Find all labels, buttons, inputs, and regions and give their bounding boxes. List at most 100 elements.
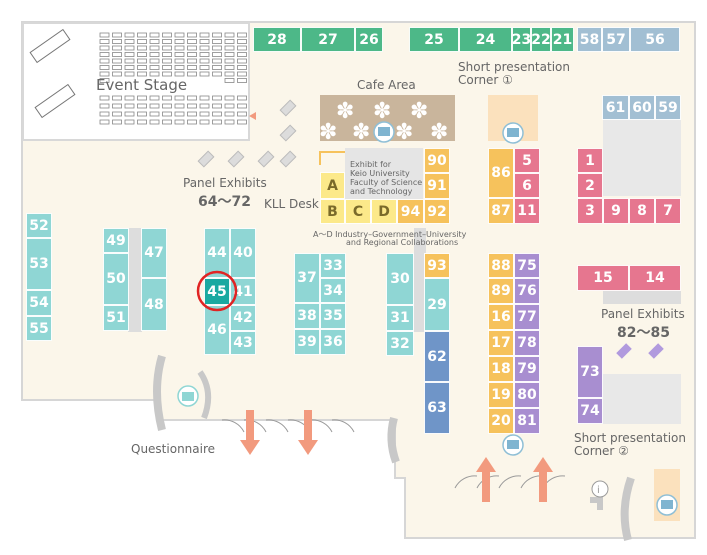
booth-C[interactable]: C [345,199,371,224]
panel-exhibit-marker [648,343,664,359]
booth-15[interactable]: 15 [577,265,629,291]
booth-D[interactable]: D [371,199,397,224]
booth-89[interactable]: 89 [488,278,514,304]
booth-51[interactable]: 51 [103,305,129,331]
booth-49[interactable]: 49 [103,228,129,253]
booth-20[interactable]: 20 [488,408,514,434]
booth-31[interactable]: 31 [386,305,414,331]
booth-76[interactable]: 76 [514,278,540,304]
booth-91[interactable]: 91 [424,173,450,199]
booth-90[interactable]: 90 [424,148,450,173]
booth-42[interactable]: 42 [230,305,256,331]
booth-35[interactable]: 35 [320,303,346,329]
booth-7[interactable]: 7 [655,198,681,224]
booth-41[interactable]: 41 [230,278,256,305]
panel-exhibits-right-label: Panel Exhibits [601,307,685,321]
booth-77[interactable]: 77 [514,304,540,330]
booth-94[interactable]: 94 [397,199,424,224]
booth-22[interactable]: 22 [531,27,551,52]
booth-21[interactable]: 21 [551,27,574,52]
booth-47[interactable]: 47 [141,228,167,278]
booth-40[interactable]: 40 [230,228,256,278]
cafe-table-icon: ✽ [410,99,428,124]
keio-exhibit-label-2: Keio University [350,169,410,178]
booth-73[interactable]: 73 [577,346,603,398]
booth-62[interactable]: 62 [424,331,450,382]
booth-5[interactable]: 5 [514,148,540,173]
booth-46[interactable]: 46 [204,305,230,355]
booth-45[interactable]: 45 [204,278,230,305]
booth-1[interactable]: 1 [577,148,603,173]
booth-3[interactable]: 3 [577,198,603,224]
booth-53[interactable]: 53 [26,238,52,290]
booth-52[interactable]: 52 [26,213,52,238]
booth-78[interactable]: 78 [514,330,540,356]
booth-54[interactable]: 54 [26,290,52,316]
booth-36[interactable]: 36 [320,329,346,355]
booth-37[interactable]: 37 [294,253,320,303]
cafe-table-icon: ✽ [430,120,448,145]
panel-exhibit-marker [197,150,215,168]
booth-26[interactable]: 26 [355,27,383,52]
booth-27[interactable]: 27 [301,27,355,52]
booth-8[interactable]: 8 [629,198,655,224]
booth-A[interactable]: A [320,172,345,199]
booth-63[interactable]: 63 [424,382,450,434]
booth-29[interactable]: 29 [424,278,450,331]
booth-58[interactable]: 58 [577,27,602,52]
booth-33[interactable]: 33 [320,253,346,278]
booth-60[interactable]: 60 [629,95,655,120]
booth-93[interactable]: 93 [424,253,450,278]
cafe-table-icon: ✽ [373,99,391,124]
entrance-arrow-icon [476,457,496,472]
booth-34[interactable]: 34 [320,278,346,303]
booth-80[interactable]: 80 [514,382,540,408]
booth-32[interactable]: 32 [386,331,414,356]
panel-exhibits-right-range: 82～85 [617,325,670,341]
event-stage-label: Event Stage [96,76,188,94]
booth-25[interactable]: 25 [409,27,459,52]
entrance-arrow-icon [240,440,260,455]
booth-9[interactable]: 9 [603,198,629,224]
booth-75[interactable]: 75 [514,253,540,278]
info-icon [591,480,609,498]
booth-6[interactable]: 6 [514,173,540,198]
short-corner-1-label-line1: Short presentation [458,60,570,74]
booth-86[interactable]: 86 [488,148,514,198]
booth-88[interactable]: 88 [488,253,514,278]
booth-44[interactable]: 44 [204,228,230,278]
booth-55[interactable]: 55 [26,316,52,341]
kll-desk-label: KLL Desk [264,197,319,211]
booth-16[interactable]: 16 [488,304,514,330]
booth-17[interactable]: 17 [488,330,514,356]
booth-2[interactable]: 2 [577,173,603,198]
booth-14[interactable]: 14 [629,265,681,291]
booth-B[interactable]: B [320,199,345,224]
booth-11[interactable]: 11 [514,198,540,224]
booth-81[interactable]: 81 [514,408,540,434]
booth-39[interactable]: 39 [294,329,320,355]
booth-24[interactable]: 24 [459,27,512,52]
booth-28[interactable]: 28 [253,27,301,52]
booth-30[interactable]: 30 [386,253,414,305]
booth-18[interactable]: 18 [488,356,514,382]
booth-56[interactable]: 56 [630,27,680,52]
cafe-table-icon: ✽ [395,120,413,145]
booth-74[interactable]: 74 [577,398,603,424]
booth-79[interactable]: 79 [514,356,540,382]
booth-19[interactable]: 19 [488,382,514,408]
booth-43[interactable]: 43 [230,331,256,355]
booth-61[interactable]: 61 [602,95,629,120]
booth-59[interactable]: 59 [655,95,681,120]
booth-92[interactable]: 92 [424,199,450,224]
booth-48[interactable]: 48 [141,278,167,331]
booth-50[interactable]: 50 [103,253,129,305]
booth-23[interactable]: 23 [512,27,531,52]
booth-38[interactable]: 38 [294,303,320,329]
booth-87[interactable]: 87 [488,198,514,224]
booth-57[interactable]: 57 [602,27,630,52]
cafe-table-icon: ✽ [336,99,354,124]
